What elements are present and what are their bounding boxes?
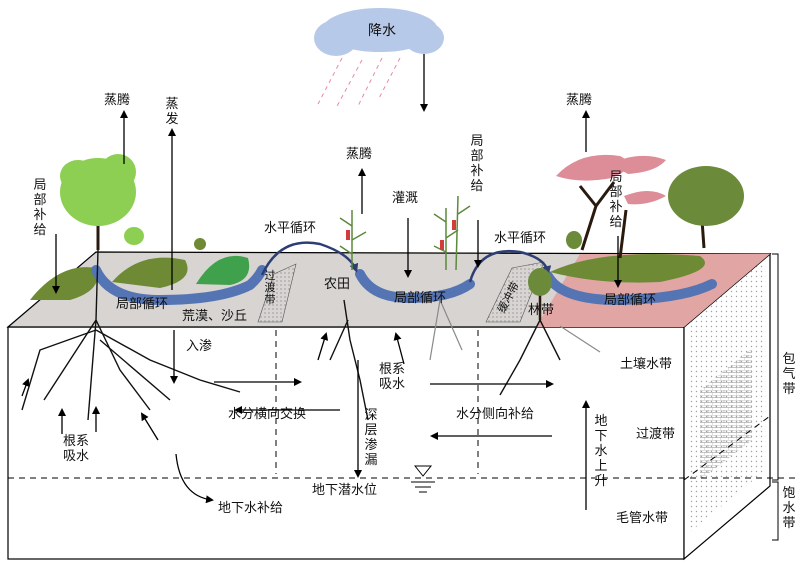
- roots-grey: [429, 299, 601, 361]
- forest-belt-tree: [528, 231, 582, 320]
- side-transition-texture: [700, 348, 752, 480]
- tree-dark-right: [668, 166, 744, 249]
- root-absorption-arrow-6: [393, 332, 405, 365]
- local-recharge-right-label: 局部补给: [609, 170, 623, 230]
- root-absorption-arrow-5: [317, 332, 329, 361]
- vadose-zone-label: 包气带: [782, 352, 796, 397]
- irrigation-label: 灌溉: [392, 191, 419, 206]
- grass-mound: [30, 267, 98, 300]
- groundwater-rise-label: 地下水上升: [594, 414, 608, 489]
- farmland-label: 农田: [324, 277, 351, 292]
- channel-left: [91, 265, 267, 306]
- horizontal-cycle-right-label: 水平循环: [494, 231, 547, 246]
- grass-mound: [196, 255, 250, 285]
- water-table-symbol: [411, 465, 435, 493]
- local-recharge-left-label: 局部补给: [33, 178, 47, 238]
- tree-left: [60, 154, 136, 250]
- horizontal-cycle-arrow-left: [260, 241, 359, 276]
- crop-flowers: [346, 220, 456, 250]
- precipitation-label: 降水: [368, 23, 396, 39]
- local-cycle-right-label: 局部循环: [604, 293, 657, 308]
- local-recharge-mid-label: 局部补给: [470, 134, 484, 194]
- desert-dune-label: 荒漠、沙丘: [182, 309, 248, 324]
- shrub-left: [124, 227, 206, 250]
- channel-right: [543, 271, 717, 306]
- root-absorption-arrow-3: [140, 412, 159, 441]
- local-cycle-left-label: 局部循环: [116, 297, 169, 312]
- channel-mid: [355, 269, 475, 304]
- tree-pink-group: [556, 154, 666, 259]
- roots: [21, 249, 561, 421]
- transition-zone-left-label: 过渡带: [264, 269, 276, 306]
- evaporation-label: 蒸发: [165, 97, 179, 127]
- horizontal-cycle-left-label: 水平循环: [264, 221, 317, 236]
- rain-cloud: [314, 8, 444, 56]
- grass-mound: [550, 254, 705, 283]
- saturated-zone-label: 饱水带: [782, 486, 796, 531]
- root-absorption-mid-label: 根系吸水: [378, 362, 405, 392]
- vadose-zone-bracket: [772, 253, 779, 481]
- root-absorption-arrow-4: [21, 378, 30, 397]
- local-cycle-mid-label: 局部循环: [394, 291, 447, 306]
- saturated-zone-bracket: [772, 481, 779, 541]
- lateral-exchange-label: 水分横向交换: [228, 407, 307, 422]
- block-front-face: [7, 326, 685, 560]
- root-absorption-left-label: 根系吸水: [62, 434, 89, 464]
- soil-water-zone-label: 土壤水带: [620, 357, 673, 372]
- water-table-line-side: [683, 415, 771, 481]
- left-ditch: [257, 263, 297, 323]
- rain-streaks: [317, 57, 401, 109]
- forest-belt-label: 林带: [528, 303, 555, 318]
- transpiration-mid-label: 蒸腾: [346, 147, 373, 162]
- grass-mound: [112, 257, 188, 288]
- infiltration-label: 入渗: [186, 339, 213, 354]
- capillary-zone-label: 毛管水带: [616, 511, 669, 526]
- groundwater-recharge-arrow: [175, 453, 214, 504]
- intermediate-zone-label: 过渡带: [636, 427, 676, 442]
- deep-percolation-label: 深层渗漏: [364, 408, 378, 468]
- groundwater-recharge-label: 地下水补给: [218, 501, 284, 516]
- lateral-recharge-label: 水分侧向补给: [456, 407, 535, 422]
- crops: [339, 195, 471, 271]
- transpiration-right-label: 蒸腾: [566, 93, 593, 108]
- transpiration-left-label: 蒸腾: [104, 93, 131, 108]
- water-table-label: 地下潜水位: [312, 483, 378, 498]
